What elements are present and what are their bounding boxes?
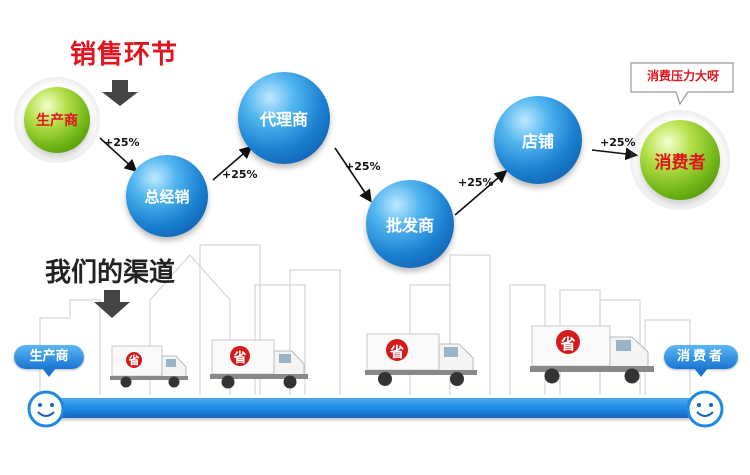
truck-small (110, 345, 188, 388)
agent-label: 代理商 (259, 110, 308, 129)
smiley-start-icon (27, 390, 65, 428)
down-arrow-top (102, 80, 138, 106)
truck-large (530, 325, 654, 384)
truck-2-sign: 省 (233, 351, 247, 366)
markup-label-4: +25% (458, 176, 494, 189)
markup-label-3: +25% (345, 160, 381, 173)
arrow-store-to-consumer (591, 147, 639, 161)
arrow-wholesaler-to-store (454, 169, 508, 216)
end-label-pointer (694, 368, 708, 377)
producer-label: 生产商 (36, 113, 78, 129)
wholesaler-node: 批发商 (366, 180, 454, 268)
markup-label-5: +25% (600, 136, 636, 149)
smiley-end-icon (686, 390, 724, 428)
our-channel-title: 我们的渠道 (45, 258, 176, 288)
store-label: 店铺 (521, 132, 554, 151)
channel-start-label: 生产商 (14, 345, 84, 369)
arrow-agent-to-wholesaler (334, 147, 372, 203)
store-node: 店铺 (494, 96, 582, 184)
start-label-pointer (42, 368, 56, 377)
channel-bar (40, 398, 706, 418)
truck-large-sign: 省 (560, 335, 576, 353)
agent-node: 代理商 (238, 72, 330, 164)
arrow-producer-to-distributor (99, 137, 138, 173)
sales-process-title: 销售环节 (70, 40, 179, 70)
down-arrow-bottom (94, 290, 130, 318)
producer-node: 生产商 (24, 87, 90, 153)
speech-bubble-shape (630, 62, 734, 106)
wholesaler-label: 批发商 (385, 216, 434, 235)
truck-small-sign: 省 (128, 354, 140, 367)
arrow-distributor-to-agent (212, 145, 253, 181)
consumer-node: 消费者 (640, 120, 720, 200)
channel-end-label: 消费者 (664, 345, 738, 369)
distributor-label: 总经销 (144, 187, 190, 206)
markup-label-1: +25% (104, 136, 140, 149)
truck-3 (365, 333, 477, 386)
consumer-label: 消费者 (654, 152, 706, 173)
distributor-node: 总经销 (126, 155, 208, 237)
markup-label-2: +25% (222, 168, 258, 181)
truck-3-sign: 省 (390, 345, 404, 361)
speech-bubble-text: 消费压力大呀 (646, 69, 719, 83)
truck-2 (210, 339, 308, 389)
